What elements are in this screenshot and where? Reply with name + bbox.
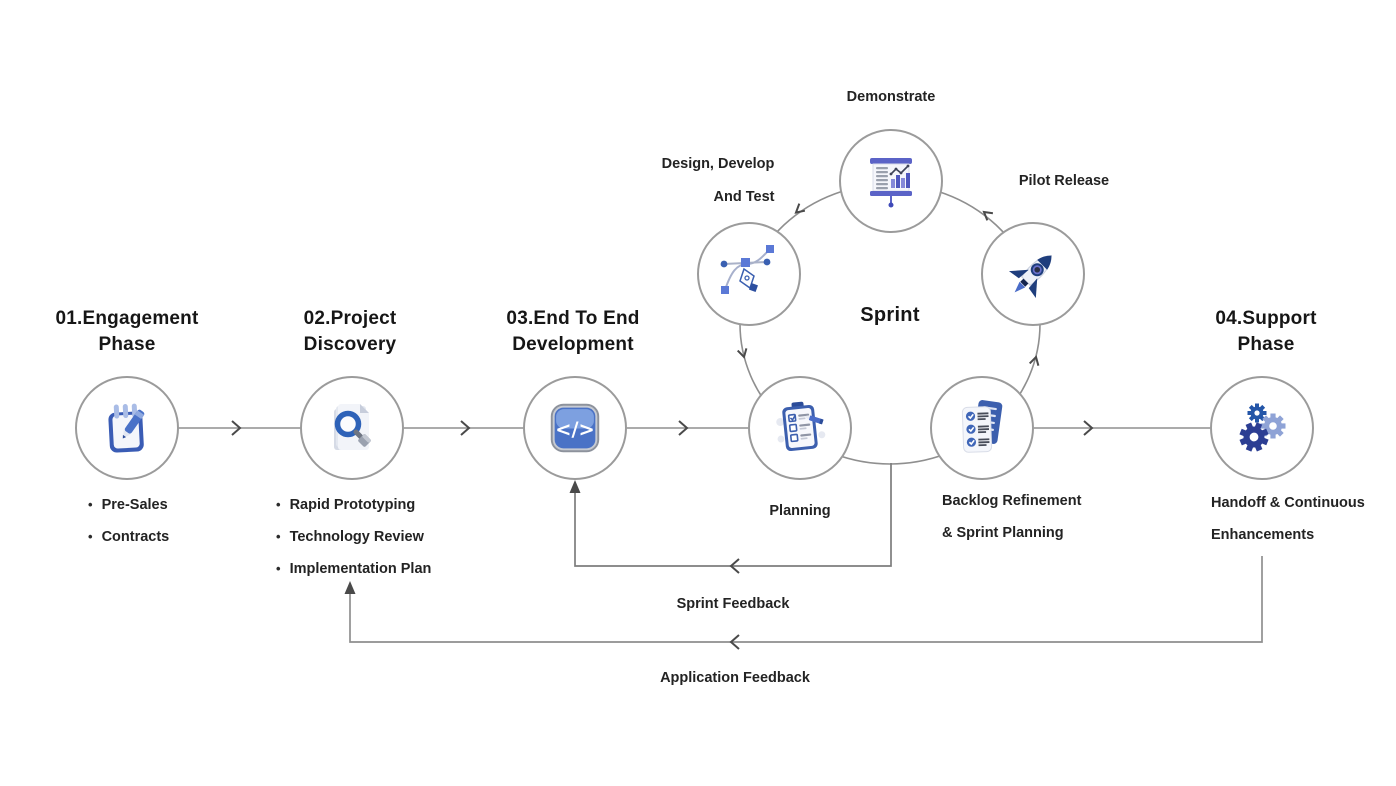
bullet-item: Pre-Sales: [88, 495, 169, 515]
design-caption-line1: Design, Develop: [661, 156, 775, 172]
backlog-caption-line2: & Sprint Planning: [942, 525, 1064, 541]
project-discovery-node: [300, 376, 404, 480]
clipboard-checklist-icon: [776, 401, 826, 452]
bullet-item: Implementation Plan: [276, 559, 432, 579]
pilot-release-node: [981, 222, 1085, 326]
support-phase-node: [1210, 376, 1314, 480]
notepad-pencil-icon: [108, 403, 145, 453]
demonstrate-node: [839, 129, 943, 233]
support-caption-line2: Enhancements: [1211, 527, 1315, 543]
phase-title-discovery: 02.Project Discovery: [250, 306, 450, 358]
document-search-icon: [334, 404, 371, 450]
phase-title-line: 02.Project: [303, 308, 397, 329]
engagement-phase-node: [75, 376, 179, 480]
phase-title-line: Development: [512, 334, 634, 355]
bullet-item: Rapid Prototyping: [276, 495, 431, 515]
backlog-refinement-node: [930, 376, 1034, 480]
gears-icon: [1239, 403, 1286, 452]
design-develop-test-node: [697, 222, 801, 326]
phase-title-development: 03.End To End Development: [473, 306, 673, 358]
svg-text:</>: </>: [555, 418, 595, 441]
phase-title-engagement: 01.Engagement Phase: [27, 306, 227, 358]
support-caption-line1: Handoff & Continuous: [1211, 495, 1365, 511]
rocket-icon: [1008, 255, 1052, 299]
phase-title-support: 04.Support Phase: [1166, 306, 1366, 358]
pilot-release-caption: Pilot Release: [1018, 173, 1110, 189]
engagement-bullet-list: Pre-Sales Contracts: [88, 495, 170, 559]
stacked-checklists-icon: [961, 400, 1003, 453]
phase-title-line: 03.End To End: [506, 308, 640, 329]
sprint-feedback-label: Sprint Feedback: [676, 596, 790, 612]
discovery-bullet-list: Rapid Prototyping Technology Review Impl…: [276, 495, 432, 591]
planning-node: [748, 376, 852, 480]
phase-title-line: Discovery: [303, 334, 397, 355]
bullet-item: Technology Review: [276, 527, 431, 547]
sprint-label: Sprint: [860, 304, 920, 326]
pen-tool-icon: [720, 245, 774, 294]
phase-title-line: Phase: [98, 334, 156, 355]
planning-caption: Planning: [769, 503, 831, 519]
phase-title-line: 04.Support: [1215, 308, 1317, 329]
backlog-caption-line1: Backlog Refinement: [942, 493, 1082, 509]
phase-title-line: 01.Engagement: [55, 308, 199, 329]
application-feedback-label: Application Feedback: [660, 670, 810, 686]
development-node: </>: [523, 376, 627, 480]
phase-title-line: Phase: [1237, 334, 1295, 355]
demonstrate-caption: Demonstrate: [846, 89, 936, 105]
bullet-item: Contracts: [88, 527, 170, 547]
design-caption-line2: And Test: [713, 189, 775, 205]
presentation-chart-icon: [870, 158, 912, 208]
code-brackets-icon: </>: [550, 403, 600, 453]
